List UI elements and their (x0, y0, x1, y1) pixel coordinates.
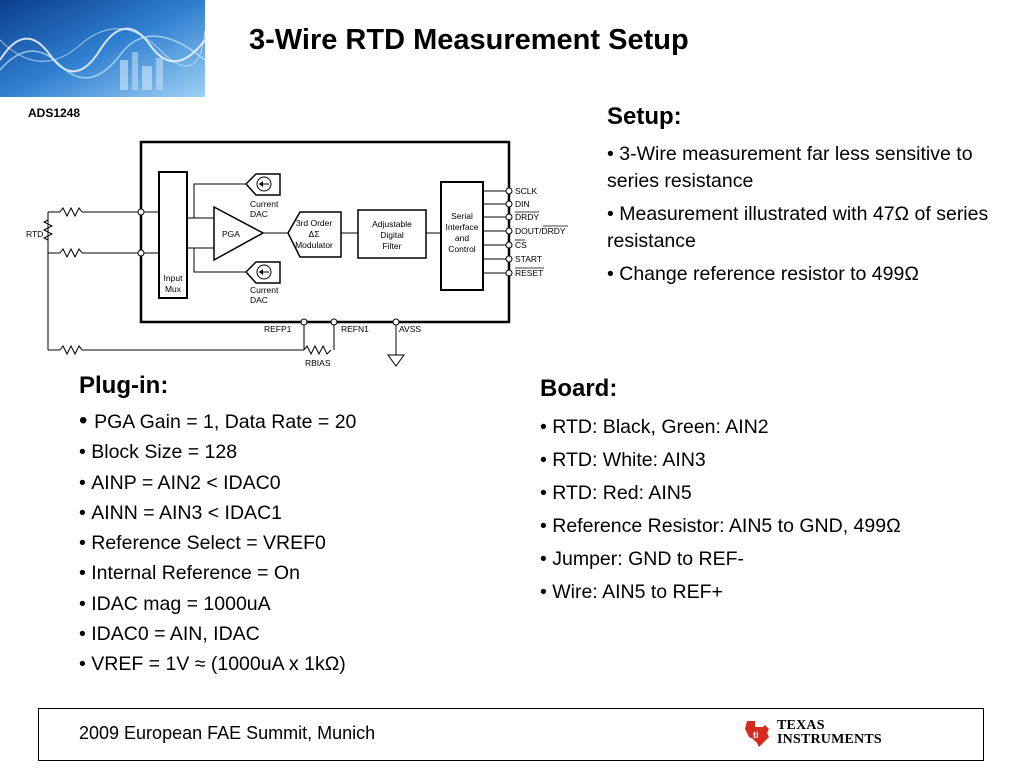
list-item: RTD: Black, Green: AIN2 (540, 411, 1000, 444)
list-item: IDAC0 = AIN, IDAC (79, 619, 509, 649)
list-item: VREF = 1V ≈ (1000uA x 1kΩ) (79, 649, 509, 679)
current-source-icon (256, 176, 272, 192)
chip-label: ADS1248 (28, 106, 80, 120)
serial-label-2: Interface (445, 222, 478, 232)
chip-outline (139, 140, 511, 324)
setup-heading: Setup: (607, 103, 682, 130)
list-item: PGA Gain = 1, Data Rate = 20 (79, 406, 509, 437)
board-section: Board: RTD: Black, Green: AIN2 RTD: Whit… (540, 375, 1000, 609)
list-item: Change reference resistor to 499Ω (607, 261, 1007, 288)
current-dac-bottom-label-2: DAC (250, 295, 268, 305)
footer-bar: 2009 European FAE Summit, Munich ti TEXA… (38, 708, 984, 761)
list-item: Wire: AIN5 to REF+ (540, 576, 1000, 609)
rtd-label: RTD (26, 229, 43, 239)
pga-triangle (213, 205, 265, 262)
ads1248-block-diagram: ADS1248 Input Mux PGA Current DAC Curren… (18, 100, 578, 372)
setup-list: 3-Wire measurement far less sensitive to… (607, 141, 1007, 288)
texas-instruments-logo: ti TEXAS INSTRUMENTS (743, 717, 882, 749)
current-dac-top (244, 173, 281, 196)
pin-din: DIN (515, 199, 530, 209)
input-mux-block (158, 171, 188, 299)
company-name: TEXAS INSTRUMENTS (777, 719, 882, 747)
plugin-heading: Plug-in: (79, 372, 169, 399)
serial-label-1: Serial (451, 211, 473, 221)
list-item: IDAC mag = 1000uA (79, 589, 509, 619)
digital-filter-block (357, 209, 427, 259)
footer-text: 2009 European FAE Summit, Munich (79, 723, 376, 743)
filter-label-1: Adjustable (372, 219, 412, 229)
modulator-label-1: 3rd Order (296, 218, 333, 228)
serial-label-4: Control (448, 244, 476, 254)
pin-refn1: REFN1 (341, 324, 369, 334)
serial-label-3: and (455, 233, 469, 243)
svg-text:ti: ti (753, 730, 759, 740)
list-item: RTD: Red: AIN5 (540, 477, 1000, 510)
pin-refp1: REFP1 (264, 324, 292, 334)
list-item: AINN = AIN3 < IDAC1 (79, 498, 509, 528)
current-dac-top-label-2: DAC (250, 209, 268, 219)
plugin-section: Plug-in: PGA Gain = 1, Data Rate = 20 Bl… (79, 372, 509, 680)
pin-drdy: DRDY (515, 212, 539, 222)
current-dac-bottom (244, 261, 281, 284)
pin-cs: CS (515, 240, 527, 250)
texas-state-icon: ti (745, 721, 769, 747)
current-dac-top-label-1: Current (250, 199, 279, 209)
rbias-label: RBIAS (305, 358, 331, 368)
wave-graphic (0, 0, 205, 97)
current-dac-bottom-label-1: Current (250, 285, 279, 295)
pin-reset: RESET (515, 268, 543, 278)
list-item: RTD: White: AIN3 (540, 444, 1000, 477)
serial-interface-block (440, 181, 484, 291)
modulator-label-3: Modulator (295, 240, 333, 250)
modulator-label-2: ΔΣ (309, 229, 320, 239)
modulator-block (287, 211, 342, 258)
pin-sclk: SCLK (515, 186, 538, 196)
list-item: Reference Resistor: AIN5 to GND, 499Ω (540, 510, 1000, 543)
pin-avss: AVSS (399, 324, 421, 334)
input-mux-label-1: Input (164, 273, 184, 283)
filter-label-3: Filter (383, 241, 402, 251)
pin-dout-drdy: DOUT/DRDY (515, 226, 566, 236)
page-title: 3-Wire RTD Measurement Setup (249, 24, 689, 56)
board-heading: Board: (540, 375, 618, 402)
list-item: 3-Wire measurement far less sensitive to… (607, 141, 1007, 195)
list-item: Measurement illustrated with 47Ω of seri… (607, 201, 1007, 255)
setup-section: Setup: 3-Wire measurement far less sensi… (607, 103, 1007, 294)
plugin-list: PGA Gain = 1, Data Rate = 20 Block Size … (79, 406, 509, 680)
list-item: Reference Select = VREF0 (79, 528, 509, 558)
filter-label-2: Digital (380, 230, 404, 240)
current-source-icon (256, 264, 272, 280)
list-item: Jumper: GND to REF- (540, 543, 1000, 576)
company-name-line1: TEXAS (777, 718, 825, 733)
pin-start: START (515, 254, 542, 264)
pga-label: PGA (222, 229, 240, 239)
list-item: Internal Reference = On (79, 558, 509, 588)
header-banner-image (0, 0, 205, 97)
board-list: RTD: Black, Green: AIN2 RTD: White: AIN3… (540, 411, 1000, 609)
list-item: Block Size = 128 (79, 437, 509, 467)
list-item: AINP = AIN2 < IDAC0 (79, 468, 509, 498)
company-name-line2: INSTRUMENTS (777, 732, 882, 747)
input-mux-label-2: Mux (165, 284, 182, 294)
